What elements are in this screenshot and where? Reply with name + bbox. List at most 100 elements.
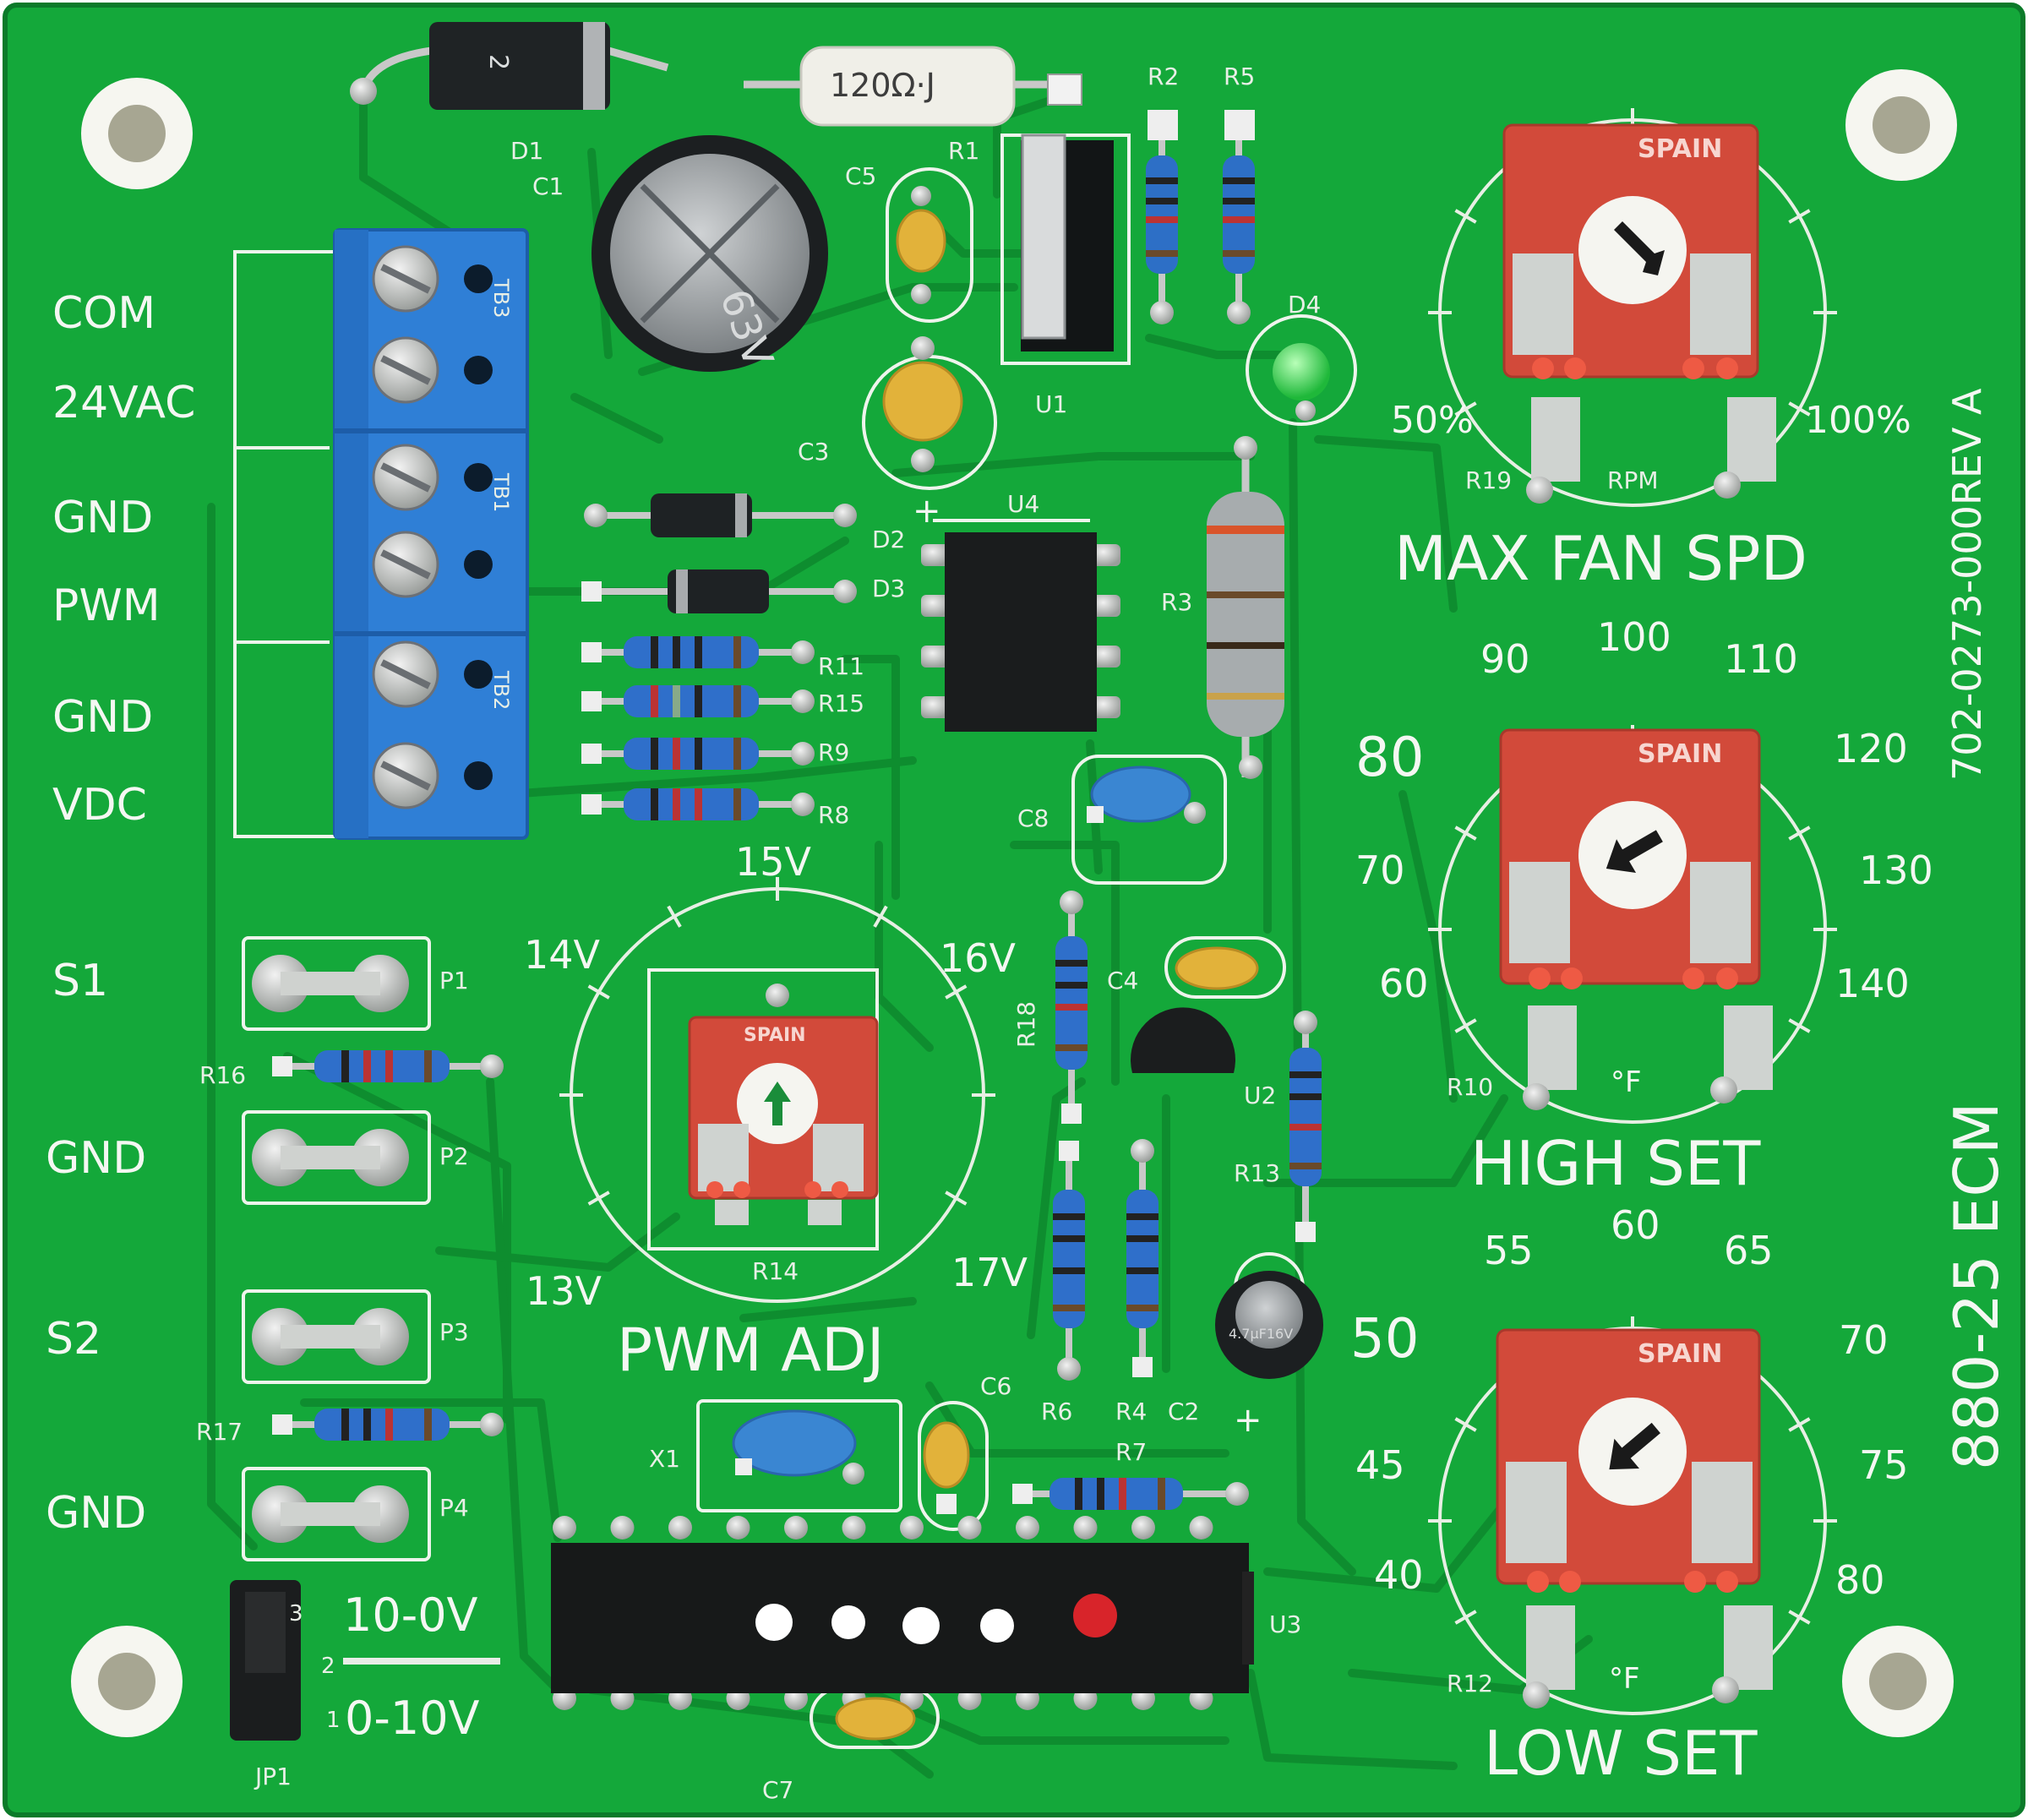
low-unit: °F [1609,1662,1640,1696]
regulator-u1 [1021,134,1114,351]
resonator-x1 [732,1409,864,1485]
ic-pin [957,1516,982,1539]
capacitor-c7 [835,1697,916,1741]
title-high-set: HIGH SET [1470,1128,1761,1199]
resistor-r6 [1053,1141,1085,1381]
resistor-r9 [581,738,815,770]
ref-r3: R3 [1161,588,1192,616]
pwm-tick-14v: 14V [524,932,601,978]
max-fan-unit: RPM [1607,466,1659,494]
dial-tick [1788,1018,1811,1033]
max-fan-max: 100% [1805,399,1911,442]
ref-r5: R5 [1224,63,1255,90]
header-jp1 [230,1580,500,1741]
ic-pin [1073,1516,1098,1539]
high-tick-140: 140 [1835,961,1910,1006]
ref-c2-plus: + [1234,1401,1262,1440]
capacitor-c6 [923,1421,970,1514]
dial-tick [587,984,610,1000]
ref-d3: D3 [872,575,905,602]
dial-tick [945,984,968,1000]
dial-tick [945,1191,968,1206]
ic-u4 [921,532,1120,732]
dial-tick [1788,1610,1811,1625]
resistor-r13 [1289,1011,1322,1242]
ref-r8: R8 [818,801,849,829]
dial-tick [587,1191,610,1206]
dial-tick [1788,826,1811,841]
dial-tick [1788,1417,1811,1432]
label-jp1-pin1: 1 [326,1708,341,1733]
label-p4: P4 [439,1494,469,1522]
label-r17: R17 [196,1418,243,1446]
label-jp1: JP1 [254,1763,292,1790]
ref-u1: U1 [1035,390,1067,418]
ref-c2: C2 [1168,1398,1199,1425]
low-tick-55: 55 [1484,1228,1534,1273]
resistor-r4 [1126,1139,1158,1377]
mounting-hole-tl [81,78,193,189]
ref-r15: R15 [818,689,864,717]
high-tick-130: 130 [1859,847,1933,893]
ref-d4: D4 [1288,291,1321,319]
ic-pin [900,1516,924,1539]
transistor-u2 [1130,1007,1235,1073]
ref-x1: X1 [649,1445,680,1473]
label-vdc: VDC [52,780,147,831]
resistor-r3 [1207,436,1284,779]
high-unit: °F [1611,1065,1642,1099]
pwm-tick-16v: 16V [940,935,1017,981]
mounting-hole-br [1842,1626,1954,1737]
trimmer-r12[interactable] [1496,1328,1773,1708]
brand-r10: SPAIN [1638,739,1722,769]
ic-pin [668,1516,692,1539]
jumper-p2 [252,1129,409,1186]
pwm-tick-15v: 15V [735,839,812,885]
paint-dots [755,1594,1117,1644]
ref-c8: C8 [1017,804,1049,832]
ref-r2: R2 [1148,63,1179,90]
trimmer-r14[interactable] [688,984,879,1225]
label-mode-10-0v: 10-0V [343,1588,478,1642]
resistor-r16 [272,1050,504,1082]
title-low-set: LOW SET [1484,1718,1758,1789]
dial-tick [667,905,682,928]
low-tick-75: 75 [1859,1442,1909,1488]
label-tb2: TB2 [489,670,513,710]
ref-c1: C1 [532,172,564,200]
resistor-r17 [272,1409,504,1441]
ref-r4: R4 [1115,1398,1147,1425]
resistor-r5 [1223,110,1255,324]
capacitor-c2 [1215,1271,1323,1379]
diode-d2 [584,493,857,537]
ic-pin [1189,1516,1213,1539]
label-gnd-2: GND [52,692,153,743]
trimmer-r10[interactable] [1499,728,1773,1110]
label-p3: P3 [439,1318,469,1346]
low-tick-50: 50 [1350,1308,1419,1370]
resistor-r8 [581,788,815,820]
title-max-fan-spd: MAX FAN SPD [1394,523,1807,594]
dial-tick [873,905,888,928]
jumper-p3 [252,1308,409,1365]
resistor-r18 [1055,891,1088,1124]
dial-tick [1788,401,1811,417]
ref-u3: U3 [1269,1610,1301,1638]
capacitor-c8 [1087,766,1206,824]
diode-d3 [581,569,857,613]
high-tick-100: 100 [1597,614,1671,660]
low-tick-45: 45 [1355,1442,1405,1488]
ref-c6: C6 [980,1372,1011,1400]
trimmer-r19[interactable] [1502,123,1776,504]
ic-pin [553,1516,576,1539]
label-mode-0-10v: 0-10V [345,1692,480,1745]
high-tick-110: 110 [1724,636,1798,682]
capacitor-c4 [1175,946,1259,990]
ref-u2: U2 [1244,1082,1276,1109]
low-tick-70: 70 [1839,1317,1889,1363]
high-tick-90: 90 [1480,636,1530,682]
brand-r19: SPAIN [1638,134,1722,164]
label-tb1: TB1 [489,472,513,512]
title-pwm-adj: PWM ADJ [617,1316,885,1385]
